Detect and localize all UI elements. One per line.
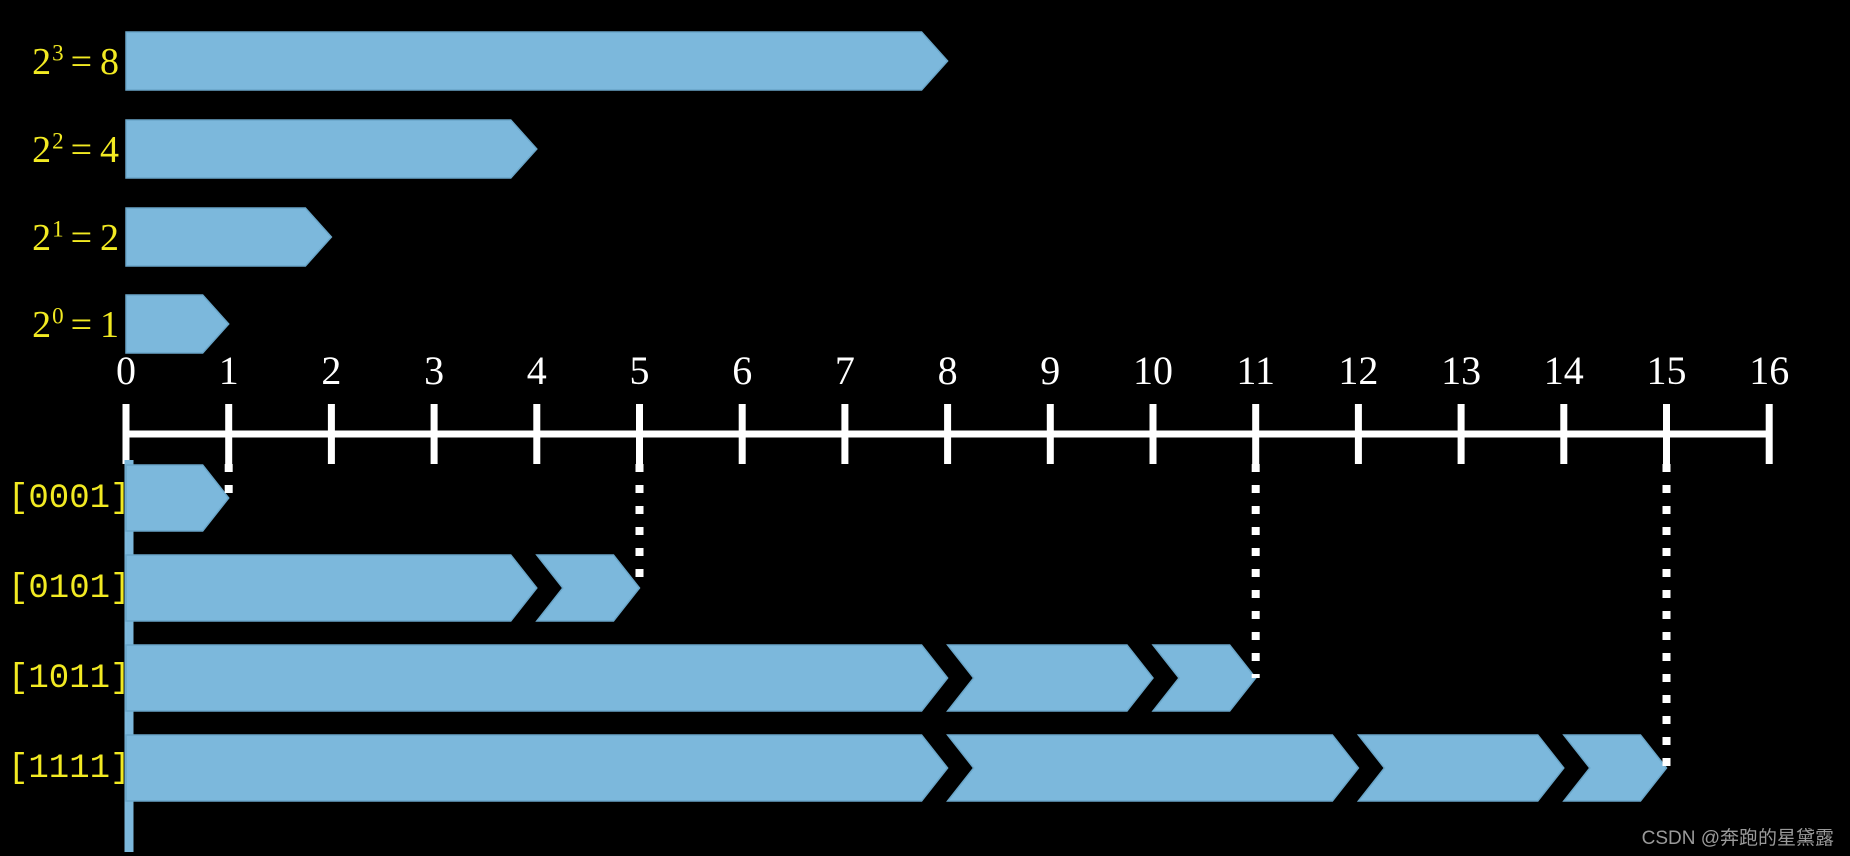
- axis-tick-label: 8: [937, 348, 958, 393]
- axis-tick-label: 12: [1338, 348, 1379, 393]
- power-row-label: 22=4: [8, 128, 120, 172]
- binary-bar-segment: [946, 734, 1360, 802]
- power-row-label: 20=1: [8, 303, 120, 347]
- axis-tick-label: 11: [1236, 348, 1275, 393]
- axis-tick-label: 2: [321, 348, 342, 393]
- watermark: CSDN @奔跑的星黛露: [1641, 828, 1834, 849]
- axis-tick-label: 10: [1133, 348, 1173, 393]
- axis-tick-label: 5: [629, 348, 650, 393]
- power-bar-segment: [125, 31, 949, 91]
- axis-tick-label: 6: [732, 348, 753, 393]
- power-value: 8: [100, 41, 120, 83]
- power-bars-group: [125, 31, 949, 354]
- axis-tick-label: 16: [1749, 348, 1790, 393]
- equals-sign: =: [70, 129, 93, 171]
- binary-bar-segment: [1562, 734, 1668, 802]
- binary-bar-segment: [946, 644, 1154, 712]
- number-line-axis: [122, 404, 1773, 464]
- dotted-markers-group: [224, 464, 1671, 768]
- binary-row-label: [0101]: [8, 570, 131, 608]
- axis-tick-label: 15: [1646, 348, 1687, 393]
- axis-tick-label: 7: [834, 348, 855, 393]
- power-value: 1: [100, 304, 120, 346]
- power-bar-segment: [125, 294, 230, 354]
- binary-row-label: [0001]: [8, 480, 131, 518]
- equals-sign: =: [70, 304, 93, 346]
- power-row-label: 21=2: [8, 216, 120, 260]
- axis-tick-label: 13: [1441, 348, 1482, 393]
- binary-bar-segment: [1151, 644, 1257, 712]
- equals-sign: =: [70, 41, 93, 83]
- power-exponent: 3: [52, 40, 64, 66]
- binary-row-label: [1111]: [8, 750, 131, 788]
- power-base: 2: [32, 41, 53, 83]
- binary-bar-segment: [125, 554, 538, 622]
- power-row-label: 23=8: [8, 40, 120, 84]
- axis-tick-label: 3: [424, 348, 445, 393]
- axis-tick-label: 1: [218, 348, 239, 393]
- power-base: 2: [32, 217, 53, 259]
- power-value: 4: [100, 129, 120, 171]
- binary-bars-group: [125, 464, 1668, 802]
- binary-bar-segment: [125, 734, 949, 802]
- axis-tick-label: 9: [1040, 348, 1061, 393]
- power-exponent: 1: [52, 216, 64, 242]
- axis-tick-label: 0: [116, 348, 136, 393]
- power-bar-segment: [125, 119, 538, 179]
- power-value: 2: [100, 217, 120, 259]
- axis-tick-label: 14: [1543, 348, 1584, 393]
- power-base: 2: [32, 304, 53, 346]
- power-bar-segment: [125, 207, 333, 267]
- axis-tick-label: 4: [526, 348, 547, 393]
- binary-row-label: [1011]: [8, 660, 131, 698]
- binary-bar-segment: [125, 464, 230, 532]
- binary-bar-segment: [125, 644, 949, 712]
- power-exponent: 2: [52, 128, 64, 154]
- binary-bar-segment: [1356, 734, 1565, 802]
- binary-bar-segment: [535, 554, 641, 622]
- power-exponent: 0: [52, 303, 64, 329]
- equals-sign: =: [70, 217, 93, 259]
- power-base: 2: [32, 129, 53, 171]
